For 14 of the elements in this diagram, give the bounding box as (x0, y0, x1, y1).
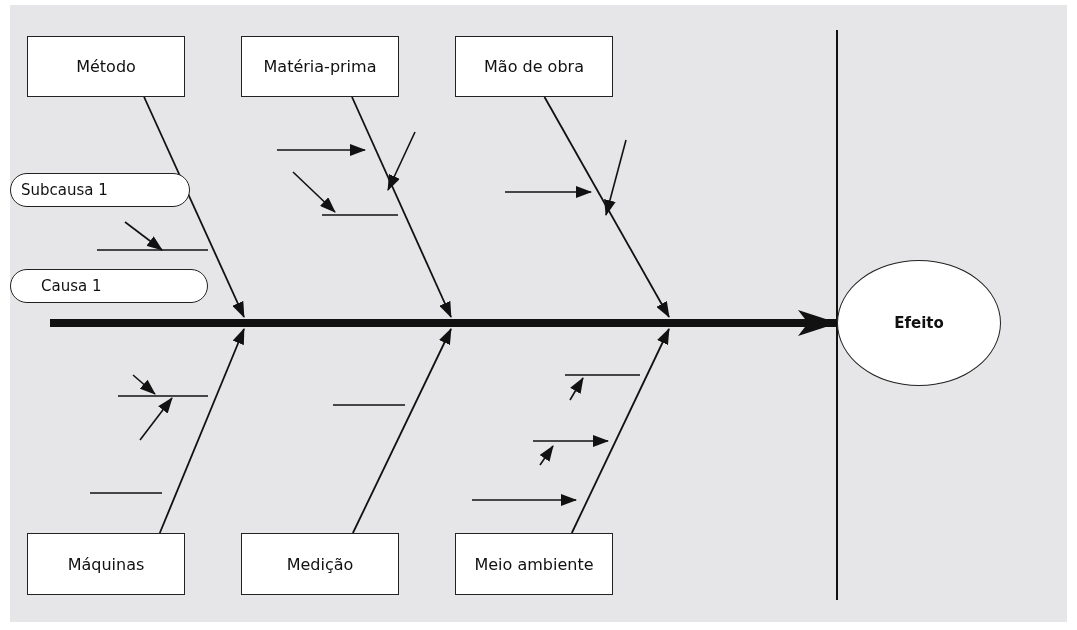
branch-arrow (570, 328, 670, 534)
branch-arrow (351, 96, 452, 318)
cause-label: Causa 1 (10, 269, 208, 303)
category-box: Mão de obra (455, 36, 613, 97)
branch-arrow (543, 96, 670, 318)
category-box: Meio ambiente (455, 533, 613, 595)
category-box: Medição (241, 533, 399, 595)
branch-arrow (352, 328, 452, 534)
branch-arrow (143, 96, 245, 318)
category-box: Matéria-prima (241, 36, 399, 97)
category-box: Máquinas (27, 533, 185, 595)
branch-arrow (158, 328, 245, 534)
cause-label: Subcausa 1 (10, 173, 190, 207)
category-box: Método (27, 36, 185, 97)
